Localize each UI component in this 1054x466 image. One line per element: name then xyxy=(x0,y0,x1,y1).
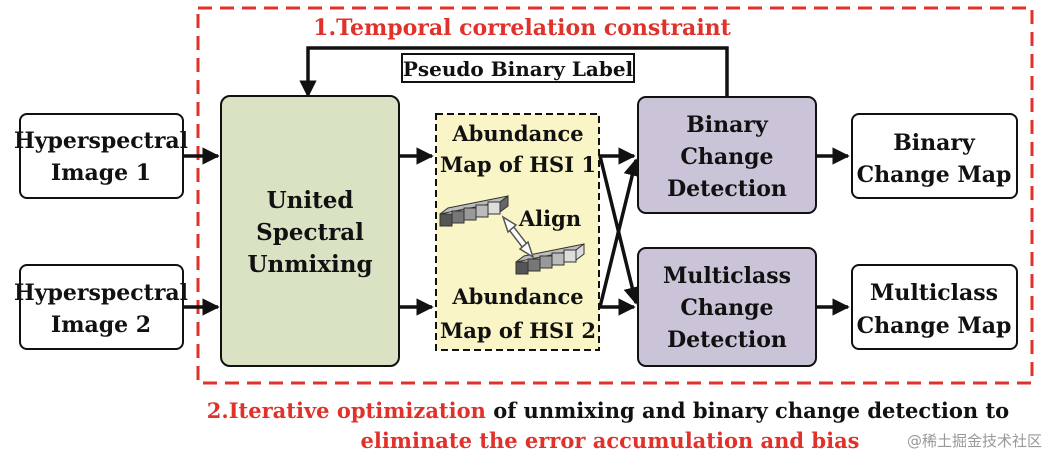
unmixing-block: United Spectral Unmixing xyxy=(220,95,400,367)
abundance-cube-strip-1 xyxy=(439,195,509,227)
multiclass-detection-block: Multiclass Change Detection xyxy=(637,247,817,367)
caption-line1: 2.Iterative optimization of unmixing and… xyxy=(207,398,1009,423)
multiclass-change-map: Multiclass Change Map xyxy=(851,264,1018,350)
iterative-frame xyxy=(196,6,1034,385)
caption-line2: eliminate the error accumulation and bia… xyxy=(360,428,859,453)
multiclass-detection-line1: Multiclass xyxy=(663,263,791,289)
input-hsi1-line2: Image 1 xyxy=(51,160,151,186)
align-label: Align xyxy=(518,206,581,231)
multiclass-map-line2: Change Map xyxy=(857,313,1012,339)
input-hsi2-line1: Hyperspectral xyxy=(14,280,188,306)
map1-line2: Map of HSI 1 xyxy=(440,152,596,177)
abundance-cube-strip-2 xyxy=(515,243,585,275)
align-double-arrow-icon xyxy=(501,215,535,259)
arrow-map2-to-binary xyxy=(598,158,641,308)
input-hsi1-line1: Hyperspectral xyxy=(14,128,188,154)
binary-map-line2: Change Map xyxy=(857,162,1012,188)
caption-line1-black: of unmixing and binary change detection … xyxy=(486,398,1009,423)
input-hsi1: Hyperspectral Image 1 xyxy=(14,113,188,199)
unmixing-line1: United xyxy=(267,187,354,214)
map2-line2: Map of HSI 2 xyxy=(440,318,596,343)
binary-detection-line1: Binary xyxy=(686,112,769,138)
abundance-block: Abundance Map of HSI 1 Abundance Map of … xyxy=(435,113,600,351)
multiclass-detection-line3: Detection xyxy=(667,327,787,353)
caption-line1-red: 2.Iterative optimization xyxy=(207,398,486,423)
unmixing-line2: Spectral xyxy=(256,219,364,246)
unmixing-line3: Unmixing xyxy=(247,251,372,278)
binary-detection-line2: Change xyxy=(680,144,773,170)
feedback-loop-line xyxy=(299,46,729,98)
binary-detection-line3: Detection xyxy=(667,176,787,202)
multiclass-detection-line2: Change xyxy=(680,295,773,321)
watermark: @稀土掘金技术社区 xyxy=(907,432,1042,450)
input-hsi2: Hyperspectral Image 2 xyxy=(14,264,188,350)
pseudo-label-box xyxy=(401,53,635,83)
map1-line1: Abundance xyxy=(451,121,583,146)
multiclass-map-line1: Multiclass xyxy=(870,280,998,306)
map2-line1: Abundance xyxy=(451,284,583,309)
input-hsi2-line2: Image 2 xyxy=(51,312,151,338)
constraint-title: 1.Temporal correlation constraint xyxy=(313,15,732,41)
binary-change-map: Binary Change Map xyxy=(851,113,1018,199)
pseudo-label-text: Pseudo Binary Label xyxy=(403,57,634,81)
binary-map-line1: Binary xyxy=(893,130,976,156)
binary-detection-block: Binary Change Detection xyxy=(637,96,817,214)
